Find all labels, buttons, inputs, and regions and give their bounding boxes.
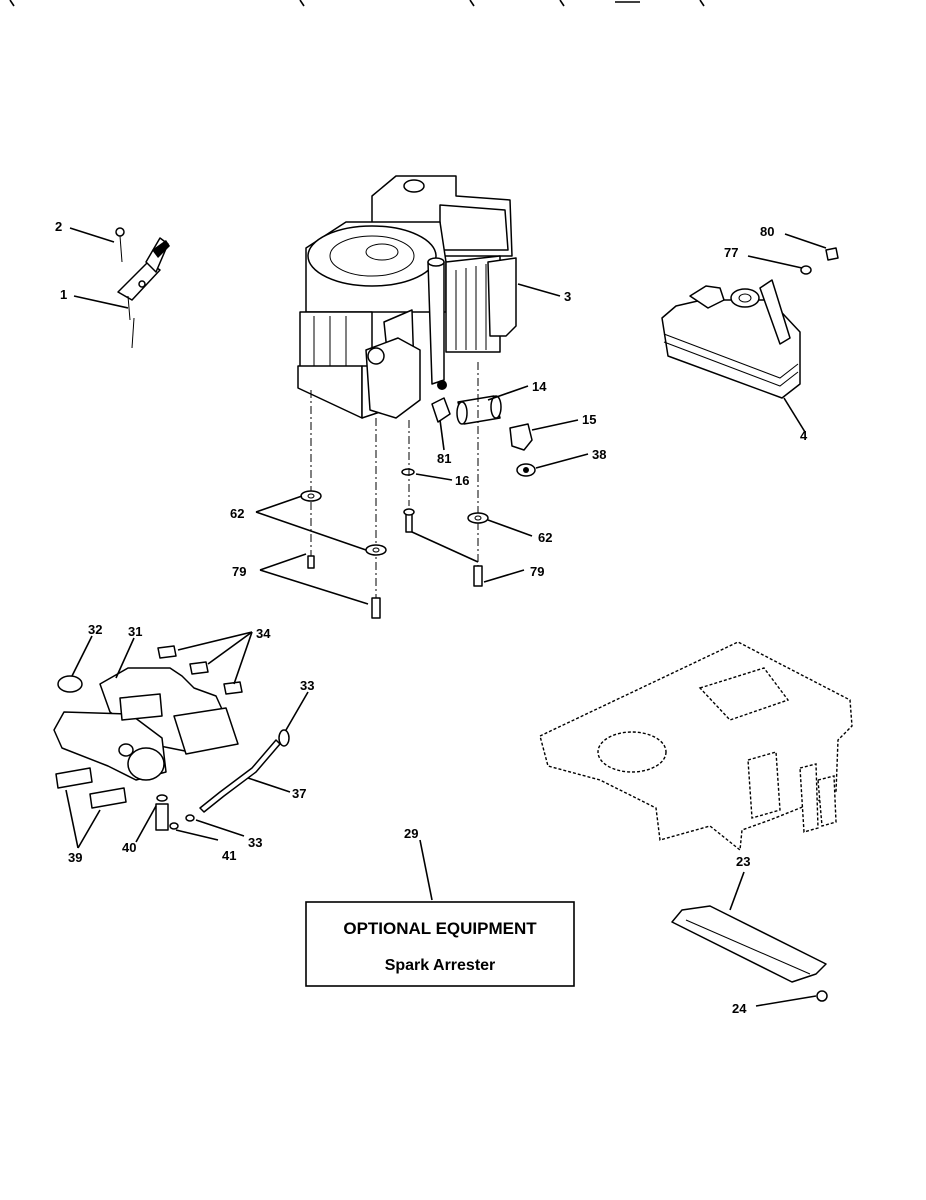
callout-41: 41: [222, 848, 236, 863]
callout-31: 31: [128, 624, 142, 639]
callout-79-left: 79: [232, 564, 246, 579]
callout-34: 34: [256, 626, 271, 641]
callout-79-right: 79: [530, 564, 544, 579]
optional-equipment-title: OPTIONAL EQUIPMENT: [343, 919, 537, 938]
callout-1: 1: [60, 287, 67, 302]
callout-37: 37: [292, 786, 306, 801]
callout-40: 40: [122, 840, 136, 855]
callout-33-bottom: 33: [248, 835, 262, 850]
washers-and-bolts: [300, 490, 489, 619]
top-edge-marks: [9, 0, 705, 7]
callout-24: 24: [732, 1001, 747, 1016]
callout-32: 32: [88, 622, 102, 637]
engine-part: [297, 175, 517, 419]
throttle-control-part: [115, 227, 170, 349]
leader-lines: [65, 227, 827, 1007]
callout-33-top: 33: [300, 678, 314, 693]
callout-29: 29: [404, 826, 418, 841]
callout-23: 23: [736, 854, 750, 869]
mounting-lines: [310, 362, 479, 612]
guard-plate-part: [671, 905, 828, 1002]
callout-2: 2: [55, 219, 62, 234]
callout-38: 38: [592, 447, 606, 462]
optional-equipment-subtitle: Spark Arrester: [385, 957, 496, 974]
fuel-fittings: [401, 395, 536, 533]
callout-16: 16: [455, 473, 469, 488]
callout-labels: 2 1 3 4 80 77 14 15 38 81 16 62 62 79 79…: [55, 219, 808, 1016]
callout-80: 80: [760, 224, 774, 239]
callout-62-left: 62: [230, 506, 244, 521]
optional-equipment-box: OPTIONAL EQUIPMENT Spark Arrester: [305, 901, 575, 987]
callout-39: 39: [68, 850, 82, 865]
callout-14: 14: [532, 379, 547, 394]
muffler-part: [661, 247, 839, 399]
callout-62-right: 62: [538, 530, 552, 545]
callout-15: 15: [582, 412, 596, 427]
callout-81: 81: [437, 451, 451, 466]
callout-4: 4: [800, 428, 808, 443]
spark-arrester-assembly: [53, 645, 290, 831]
chassis-frame-part: [539, 641, 853, 852]
callout-3: 3: [564, 289, 571, 304]
callout-77: 77: [724, 245, 738, 260]
